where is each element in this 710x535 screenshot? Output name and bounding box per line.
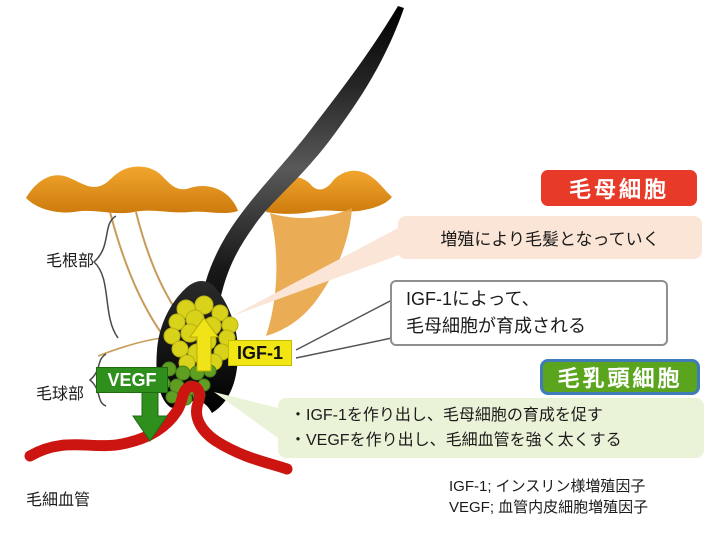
- igf1-explanation-line2: 毛母細胞が育成される: [406, 316, 586, 336]
- papilla-cells-title-badge: 毛乳頭細胞: [540, 359, 700, 395]
- skin-right-shape: [266, 170, 392, 214]
- igf1-explanation-line1: IGF-1によって、: [406, 289, 540, 309]
- capillary-vessel-shape: [24, 380, 293, 475]
- hair-root-brace: [92, 215, 119, 339]
- papilla-description-bubble: ・IGF-1を作り出し、毛母細胞の育成を促す ・VEGFを作り出し、毛細血管を強…: [278, 398, 704, 458]
- matrix-cells-description-bubble: 増殖により毛髪となっていく: [398, 216, 702, 259]
- papilla-bullet-igf1: ・IGF-1を作り出し、毛母細胞の育成を促す: [290, 407, 603, 424]
- papilla-callout-tail: [214, 392, 282, 441]
- footnote-igf1: IGF-1; インスリン様増殖因子: [449, 478, 646, 495]
- matrix-cells: [163, 295, 239, 372]
- follicle-sheath-left-line-1: [109, 211, 163, 335]
- follicle-sheath-bottom-line: [97, 337, 163, 357]
- footnote-vegf: VEGF; 血管内皮細胞増殖因子: [449, 499, 649, 516]
- igf1-explanation-box: IGF-1によって、 毛母細胞が育成される: [390, 280, 668, 346]
- igf1-up-arrow: [189, 317, 219, 372]
- igf1-tag: IGF-1: [228, 340, 292, 366]
- footnotes: IGF-1; インスリン様増殖因子 VEGF; 血管内皮細胞増殖因子: [449, 476, 648, 518]
- hair-bulb-brace: [88, 353, 107, 407]
- label-hair-root: 毛根部: [46, 253, 95, 270]
- igf1-callout-line-top: [295, 299, 393, 351]
- igf1-callout-line-bottom: [295, 337, 393, 359]
- matrix-cells-title-badge: 毛母細胞: [541, 170, 697, 206]
- matrix-callout-tail: [232, 226, 402, 316]
- papilla-bullet-vegf: ・VEGFを作り出し、毛細血管を強く太くする: [290, 432, 622, 449]
- label-hair-bulb: 毛球部: [36, 386, 85, 403]
- vegf-tag: VEGF: [96, 367, 168, 393]
- skin-left-shape: [26, 166, 238, 214]
- follicle-sheath-right-shape: [266, 208, 352, 336]
- hair-shaft-shape: [196, 6, 404, 368]
- label-capillary: 毛細血管: [26, 492, 91, 509]
